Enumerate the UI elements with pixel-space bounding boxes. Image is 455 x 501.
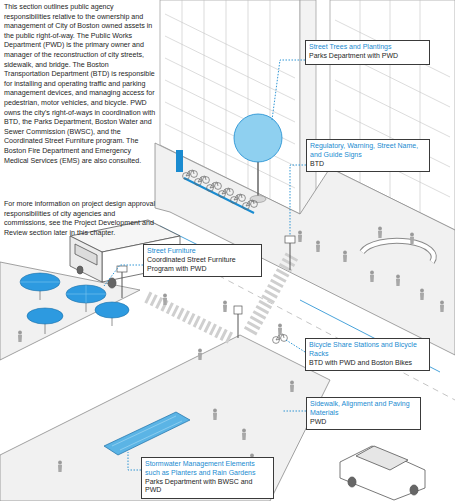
callout-agency: BTD xyxy=(310,160,426,169)
street-signs xyxy=(117,236,295,338)
callout-agency: Parks Department with PWD xyxy=(309,52,426,61)
car xyxy=(340,446,425,500)
cafe-umbrellas xyxy=(20,273,129,334)
road-markings xyxy=(147,226,455,400)
cyclist xyxy=(273,324,288,344)
callout-box: Regulatory, Warning, Street Name, and Gu… xyxy=(306,139,430,172)
sidewalks xyxy=(0,143,455,501)
callout-box: Bicycle Share Stations and Bicycle Racks… xyxy=(305,338,430,371)
callout-heading: Stormwater Management Elements such as P… xyxy=(145,460,270,478)
callout-heading: Sidewalk, Alignment and Paving Materials xyxy=(310,400,417,418)
callout-agency: PWD xyxy=(310,418,417,427)
plaza-bench xyxy=(362,241,434,262)
callout-heading: Street Trees and Plantings xyxy=(309,43,426,52)
pedestrians xyxy=(18,227,444,490)
callout-box: Stormwater Management Elements such as P… xyxy=(141,457,274,499)
callout-agency: Coordinated Street Furniture Program wit… xyxy=(147,256,258,274)
callout-box: Street Trees and PlantingsParks Departme… xyxy=(305,40,430,65)
callout-heading: Bicycle Share Stations and Bicycle Racks xyxy=(309,341,426,359)
callout-box: Sidewalk, Alignment and Paving Materials… xyxy=(306,397,421,430)
stormwater-planter xyxy=(104,412,190,455)
bike-share-station xyxy=(176,150,257,213)
intro-paragraph: For more information on project design a… xyxy=(4,200,156,238)
callout-heading: Regulatory, Warning, Street Name, and Gu… xyxy=(310,142,426,160)
callout-heading: Street Furniture xyxy=(147,247,258,256)
street-tree xyxy=(234,114,282,203)
callout-box: Street FurnitureCoordinated Street Furni… xyxy=(143,244,262,277)
intro-paragraph: This section outlines public agency resp… xyxy=(4,3,156,166)
callout-agency: BTD with PWD and Boston Bikes xyxy=(309,359,426,368)
callout-agency: Parks Department with BWSC and PWD xyxy=(145,478,270,496)
